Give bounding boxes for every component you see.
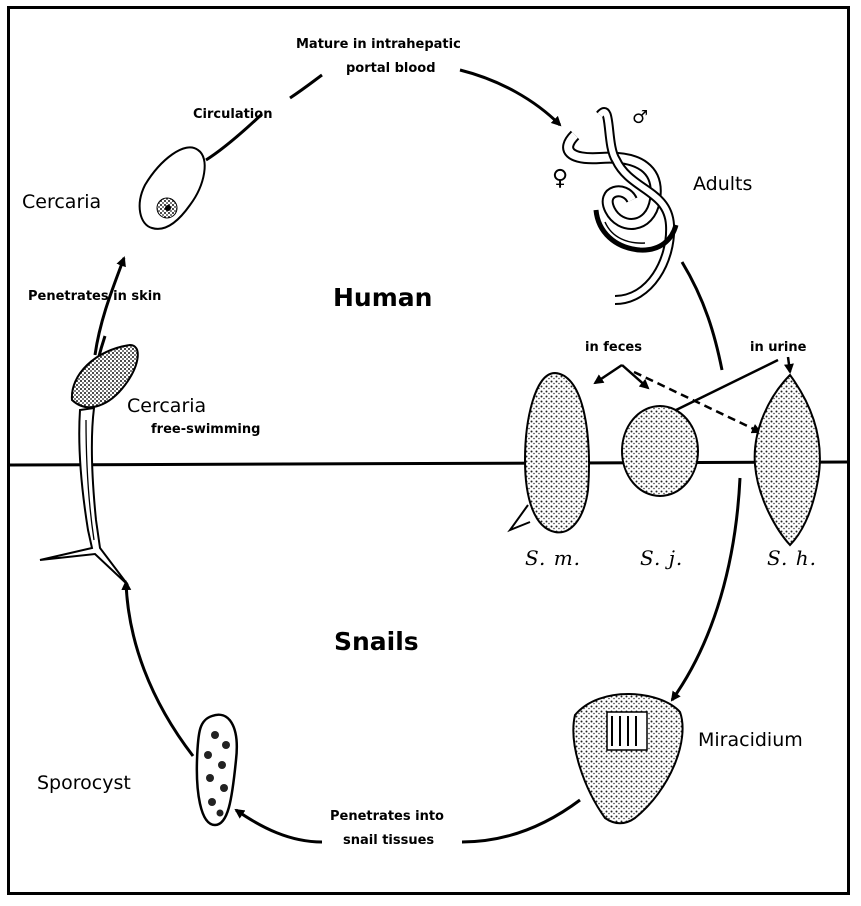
arrow-skin-to-cercaria xyxy=(95,258,124,355)
egg-s-haematobium-illustration xyxy=(755,375,820,545)
arrow-urine-to-sj xyxy=(672,360,778,412)
arrow-mature-to-adults xyxy=(460,70,560,125)
label-cercaria-top: Cercaria xyxy=(22,192,101,214)
label-free-swimming: free-swimming xyxy=(151,423,260,438)
label-mature-line-1: Mature in intrahepatic xyxy=(296,38,461,53)
miracidium-illustration xyxy=(573,694,682,823)
arrow-miracidium-to-snail xyxy=(462,800,580,842)
male-symbol: ♂ xyxy=(632,108,648,129)
label-penetrates-skin: Penetrates in skin xyxy=(28,290,161,305)
label-penetrates-snail-1: Penetrates into xyxy=(330,810,444,825)
female-symbol: ♀ xyxy=(552,166,568,191)
label-in-feces: in feces xyxy=(585,341,642,356)
arrow-urine-to-sh xyxy=(788,357,790,372)
label-species-sj: S. j. xyxy=(640,547,683,570)
cercaria-body-illustration xyxy=(140,147,205,229)
label-adults: Adults xyxy=(693,174,752,196)
label-cercaria-free: Cercaria xyxy=(127,396,206,418)
arrow-feces-to-sm xyxy=(595,365,622,383)
zone-label-snails: Snails xyxy=(334,628,419,657)
arrow-circulation-to-mature xyxy=(290,75,322,98)
egg-s-japonicum-illustration xyxy=(622,406,698,496)
adult-worms-illustration xyxy=(568,112,676,300)
label-species-sh: S. h. xyxy=(767,547,817,570)
arrow-snail-to-sporocyst xyxy=(236,810,322,842)
label-sporocyst: Sporocyst xyxy=(37,773,131,795)
egg-s-mansoni-illustration xyxy=(510,373,589,532)
label-miracidium: Miracidium xyxy=(698,730,803,752)
label-species-sm: S. m. xyxy=(525,547,581,570)
label-in-urine: in urine xyxy=(750,341,806,356)
label-mature-line-2: portal blood xyxy=(346,62,436,77)
arrow-sporocyst-to-cercaria xyxy=(126,582,193,756)
label-penetrates-snail-2: snail tissues xyxy=(343,834,434,849)
arrow-feces-to-sj xyxy=(622,365,648,388)
host-divider-line xyxy=(10,462,850,465)
label-circulation: Circulation xyxy=(193,108,272,123)
arrow-adults-to-eggs xyxy=(682,262,722,370)
zone-label-human: Human xyxy=(333,284,432,313)
sporocyst-illustration xyxy=(197,715,237,825)
arrow-eggs-to-miracidium xyxy=(672,478,740,700)
